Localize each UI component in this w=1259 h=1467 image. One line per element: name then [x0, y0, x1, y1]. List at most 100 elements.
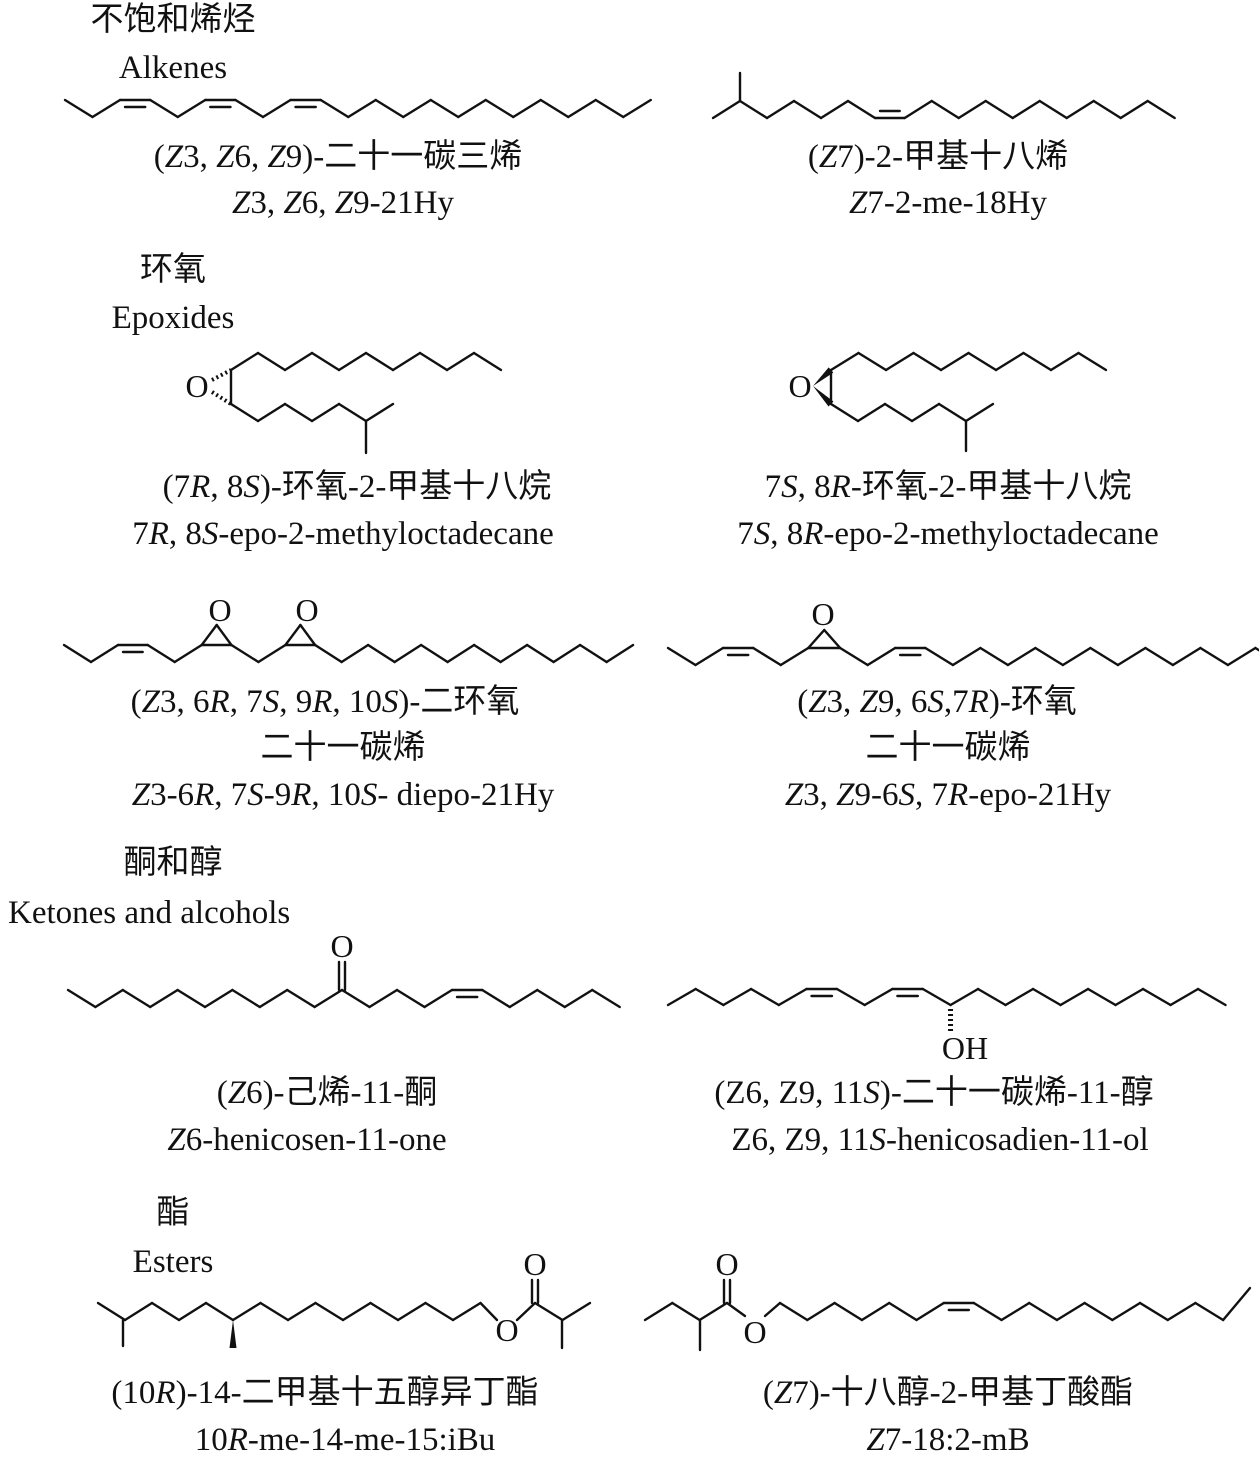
label-segment: Z — [334, 185, 354, 221]
single-bond — [976, 987, 1007, 1007]
label-segment: 7 — [132, 516, 149, 552]
single-bond — [924, 646, 955, 667]
single-bond — [63, 98, 94, 119]
label-segment: S — [381, 684, 399, 720]
label-segment: -epo-21Hy — [968, 777, 1112, 813]
section-esters-en: Esters — [132, 1244, 214, 1280]
compound-name-en: Z3, Z6, Z9-21Hy — [232, 186, 454, 220]
single-bond — [972, 1301, 1003, 1322]
label-segment: (10 — [111, 1375, 156, 1411]
single-bond — [525, 643, 555, 664]
compound-name-en: 7S, 8R-epo-2-methyloctadecane — [737, 517, 1159, 551]
single-bond — [694, 646, 725, 667]
label-segment: 10 — [194, 1422, 228, 1458]
single-bond — [777, 987, 808, 1007]
single-bond — [792, 99, 823, 120]
single-bond — [1119, 99, 1149, 120]
single-bond — [366, 643, 396, 664]
single-bond — [698, 1301, 729, 1322]
compound-name-en: 10R-me-14-me-15:iBu — [195, 1423, 496, 1457]
label-segment: Z — [784, 777, 804, 813]
single-bond — [778, 1301, 809, 1322]
hashed-bond — [210, 390, 233, 406]
label-segment: Z — [131, 777, 151, 813]
label-segment: Z — [283, 185, 302, 221]
section-alkenes-en: Alkenes — [118, 50, 228, 86]
single-bond — [258, 988, 289, 1009]
single-bond — [1146, 99, 1176, 120]
single-bond — [1061, 646, 1092, 667]
label-segment: S — [927, 684, 944, 720]
single-bond — [319, 98, 350, 119]
single-bond — [337, 402, 368, 423]
single-bond — [499, 643, 529, 664]
compound-name-en: Z6, Z9, 11S-henicosadien-11-ol — [731, 1123, 1148, 1157]
label-segment: S — [262, 684, 280, 720]
label-segment: 7 — [764, 469, 782, 505]
section-epoxides-zh: 环氧 — [140, 252, 206, 288]
single-bond — [1049, 351, 1080, 372]
label-segment: 7-18:2-mB — [884, 1422, 1030, 1458]
single-bond — [915, 1301, 945, 1322]
label-segment: -me-14-me-15:iBu — [247, 1422, 496, 1458]
label-segment: 3, — [183, 139, 217, 175]
oxygen-atom-label: O — [743, 1314, 767, 1350]
single-bond — [1034, 646, 1065, 667]
label-segment: R — [312, 684, 333, 720]
label-segment: Z — [818, 139, 838, 175]
single-bond — [930, 99, 960, 120]
single-bond — [779, 646, 810, 667]
label-segment: R — [968, 684, 989, 720]
label-segment: S — [869, 1122, 886, 1158]
single-bond — [283, 402, 314, 423]
single-bond — [1022, 351, 1053, 372]
label-segment: , 8 — [797, 469, 831, 505]
single-bond — [1116, 646, 1147, 667]
hashed-bond — [211, 368, 232, 382]
single-bond — [722, 987, 753, 1007]
label-segment: 3, 6 — [160, 684, 210, 720]
single-bond — [96, 1301, 127, 1322]
single-bond — [1221, 1286, 1252, 1322]
single-bond — [967, 351, 998, 372]
single-bond — [395, 988, 426, 1009]
single-bond — [1006, 646, 1037, 667]
label-segment: ( — [130, 684, 142, 720]
oxygen-atom-label: O — [185, 368, 209, 404]
label-segment: -9 — [263, 777, 292, 813]
label-segment: 3, — [250, 185, 284, 221]
label-segment: Z — [267, 139, 286, 175]
label-segment: )-二十一碳烯-11-醇 — [879, 1075, 1154, 1111]
single-bond — [567, 98, 597, 119]
single-bond — [257, 643, 287, 664]
label-segment: , 7 — [229, 684, 263, 720]
single-bond — [866, 646, 897, 667]
single-bond — [286, 988, 316, 1009]
single-bond — [256, 351, 287, 372]
single-bond — [121, 988, 152, 1009]
label-segment: Z — [773, 1375, 793, 1411]
single-bond — [937, 402, 968, 423]
single-bond — [340, 988, 371, 1009]
single-bond — [605, 643, 635, 664]
label-segment: 9)-二十一碳三烯 — [285, 139, 523, 175]
oxygen-atom-label: O — [208, 592, 232, 628]
label-segment: -环氧-2-甲基十八烷 — [850, 469, 1132, 505]
single-bond — [883, 402, 914, 423]
epoxide-bond — [299, 623, 317, 647]
label-segment: (Z6, Z9, 11 — [714, 1075, 864, 1111]
label-segment: Z — [232, 185, 251, 221]
single-bond — [984, 99, 1014, 120]
compound-name-zh: (Z6)-己烯-11-酮 — [217, 1076, 438, 1110]
single-bond — [204, 1301, 235, 1322]
label-segment: R — [190, 469, 211, 505]
label-segment: 6, — [301, 185, 335, 221]
compound-name-en: Z3-6R, 7S-9R, 10S- diepo-21Hy — [132, 778, 555, 812]
single-bond — [341, 1301, 372, 1322]
label-segment: S — [201, 516, 219, 552]
single-bond — [364, 351, 395, 372]
single-bond — [939, 351, 970, 372]
single-bond — [91, 98, 122, 119]
single-bond — [1199, 646, 1230, 667]
label-segment: R — [803, 516, 824, 552]
